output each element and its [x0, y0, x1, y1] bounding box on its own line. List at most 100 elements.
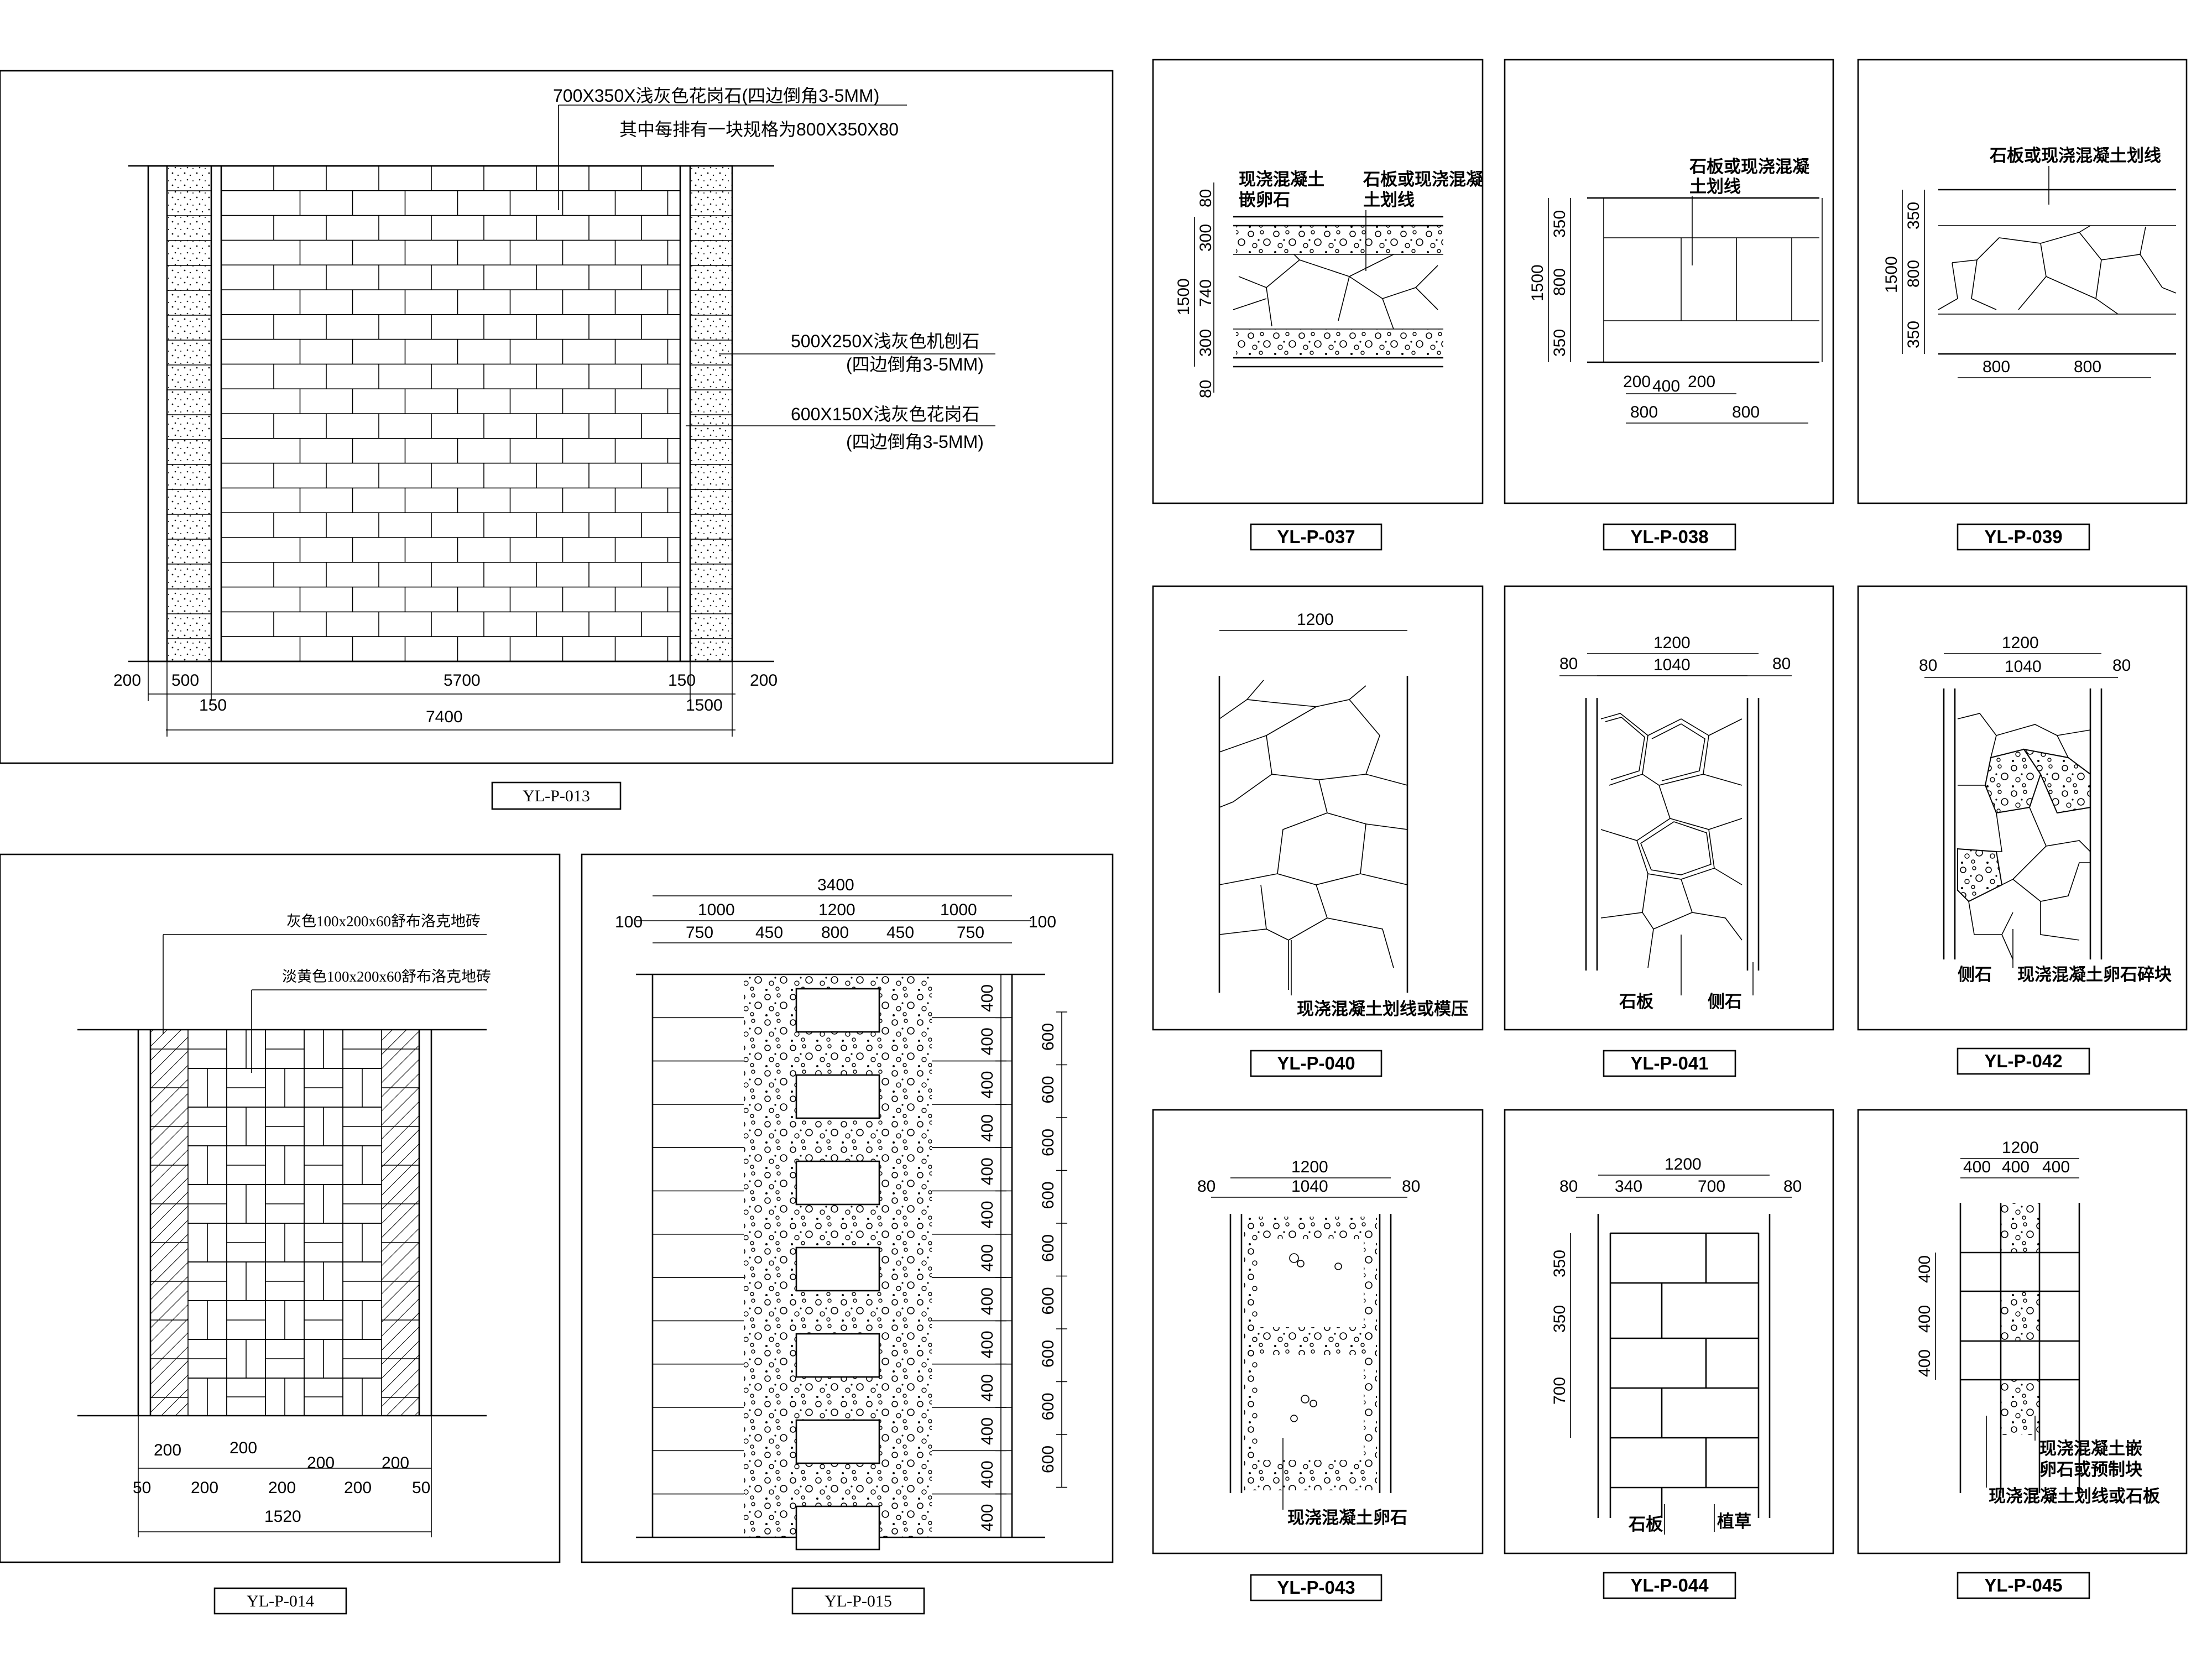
p044-dim-700: 700 [1698, 1177, 1725, 1196]
caption-yl-p-044: YL-P-044 [1630, 1575, 1709, 1595]
p015-dim-right-b: 600 [1039, 1340, 1057, 1368]
p037-dim-740: 740 [1197, 279, 1215, 307]
p043-dim-80-r: 80 [1402, 1177, 1420, 1196]
p015-dim-right-a: 400 [978, 1417, 997, 1445]
p039-dim-800: 800 [1905, 260, 1923, 288]
p038-dim-200b: 200 [1688, 373, 1715, 391]
p039-dim-800b: 800 [2074, 358, 2101, 376]
p015-dim-right-a: 400 [978, 1157, 997, 1185]
p015-dim-right-a: 400 [978, 1244, 997, 1272]
paver-block [795, 1160, 880, 1206]
p015-dim-right-b: 600 [1039, 1392, 1057, 1420]
p045-dim-400a: 400 [1963, 1158, 1991, 1176]
p015-dim-450-l: 450 [755, 924, 783, 942]
p042-dim-1200: 1200 [2002, 634, 2039, 652]
p014-dim-l4: 200 [344, 1479, 372, 1497]
p038-dim-800a: 800 [1630, 403, 1658, 421]
caption-box [1250, 1574, 1383, 1601]
p015-dim-750-l: 750 [686, 924, 713, 942]
p037-dim-1500: 1500 [1175, 278, 1193, 315]
p015-dim-right-b: 600 [1039, 1129, 1057, 1156]
p037-dim-300b: 300 [1197, 329, 1215, 357]
p037-dim-300a: 300 [1197, 224, 1215, 252]
panel-frame [1857, 1109, 2188, 1554]
p015-dim-right-a: 400 [978, 1287, 997, 1315]
p038-label-2: 土划线 [1689, 177, 1741, 196]
panel-frame [581, 853, 1114, 1563]
p014-dim-u2: 200 [229, 1439, 257, 1457]
panel-yl-p-045: 1200 400 400 400 400 400 400 现浇混凝土嵌 卵石或预… [1857, 1109, 2188, 1599]
p043-dim-1040: 1040 [1291, 1177, 1328, 1196]
hatched-border-right [382, 1030, 419, 1416]
p013-dim-7400: 7400 [426, 708, 463, 726]
caption-yl-p-043: YL-P-043 [1277, 1577, 1355, 1598]
p044-dim-340: 340 [1615, 1177, 1642, 1196]
p015-dim-100-r: 100 [1029, 913, 1056, 931]
caption-yl-p-041: YL-P-041 [1630, 1053, 1708, 1073]
caption-box [1250, 1050, 1383, 1077]
p013-note-3: 500X250X浅灰色机刨石 [791, 331, 979, 351]
p015-dim-800: 800 [821, 924, 849, 942]
p044-dim-700: 700 [1551, 1377, 1569, 1405]
panel-yl-p-040: 1200 现浇混凝土划线或模压 YL-P-040 [1152, 585, 1484, 1077]
panel-frame [1504, 1109, 1834, 1554]
caption-box [491, 781, 622, 810]
caption-yl-p-042: YL-P-042 [1984, 1051, 2062, 1071]
paver-block [795, 1333, 880, 1378]
panel-yl-p-038: 1500 350 800 350 石板或现浇混凝 土划线 200 400 200… [1504, 59, 1834, 551]
p039-dim-1500: 1500 [1882, 256, 1901, 293]
caption-yl-p-014: YL-P-014 [247, 1592, 314, 1610]
p015-dim-right-a: 400 [978, 1504, 997, 1532]
p013-dim-150-l: 150 [199, 696, 227, 714]
p039-dim-800a: 800 [1983, 358, 2010, 376]
panel-frame [1504, 585, 1834, 1031]
p013-note-6: (四边倒角3-5MM) [846, 432, 984, 452]
p015-dim-right-a: 400 [978, 1201, 997, 1228]
p014-dim-l2: 200 [191, 1479, 218, 1497]
p037-label-3: 石板或现浇混凝 [1363, 170, 1483, 189]
p037-label-1: 现浇混凝土 [1239, 170, 1324, 189]
p015-dim-right-a: 400 [978, 1460, 997, 1488]
panel-yl-p-037: 1500 80 300 740 300 80 现浇混凝土 嵌卵石 石板或现浇混凝… [1152, 59, 1484, 551]
panel-frame [1504, 59, 1834, 504]
p045-dim-400b: 400 [2002, 1158, 2030, 1176]
p015-dim-1000-r: 1000 [940, 901, 977, 919]
caption-yl-p-045: YL-P-045 [1984, 1575, 2062, 1595]
caption-box [213, 1587, 347, 1615]
p013-note-1: 700X350X浅灰色花岗石(四边倒角3-5MM) [553, 86, 879, 106]
p040-label-1: 现浇混凝土划线或模压 [1297, 999, 1468, 1019]
caption-box [791, 1587, 925, 1615]
p015-dim-right-a: 400 [978, 1027, 997, 1055]
p014-dim-l3: 200 [268, 1479, 296, 1497]
p013-dim-5700: 5700 [444, 671, 481, 690]
caption-yl-p-015: YL-P-015 [825, 1592, 892, 1610]
p042-dim-80-l: 80 [1919, 656, 1937, 675]
p014-dim-1520: 1520 [264, 1507, 301, 1526]
p039-dim-350a: 350 [1905, 202, 1923, 229]
panel-frame [1152, 1109, 1484, 1554]
p014-dim-l1: 50 [133, 1479, 151, 1497]
p015-dim-450-r: 450 [886, 924, 914, 942]
p015-dim-right-a: 400 [978, 1114, 997, 1142]
panel-frame [1152, 585, 1484, 1031]
p042-dim-1040: 1040 [2005, 658, 2042, 676]
p014-note-2: 淡黄色100x200x60舒布洛克地砖 [282, 968, 491, 985]
p044-dim-1200: 1200 [1665, 1155, 1702, 1173]
p015-dim-right-b: 600 [1039, 1234, 1057, 1262]
paver-block [795, 1074, 880, 1119]
caption-box [1250, 523, 1383, 551]
p038-dim-800: 800 [1551, 268, 1569, 296]
p014-note-1: 灰色100x200x60舒布洛克地砖 [286, 913, 481, 930]
p045-dim-1200: 1200 [2002, 1139, 2039, 1157]
side-strip-joints [167, 190, 732, 639]
p038-dim-1500: 1500 [1528, 264, 1547, 301]
p045-label-3: 现浇混凝土划线或石板 [1989, 1486, 2160, 1506]
panel-yl-p-044: 1200 80 340 700 80 350 350 700 石板 植草 YL-… [1504, 1109, 1834, 1599]
p013-dim-1500: 1500 [686, 696, 723, 714]
panel-frame [1857, 59, 2188, 504]
p044-dim-350b: 350 [1551, 1305, 1569, 1333]
p038-dim-350a: 350 [1551, 210, 1569, 238]
caption-yl-p-013: YL-P-013 [523, 787, 590, 805]
p037-dim-80b: 80 [1197, 380, 1215, 398]
